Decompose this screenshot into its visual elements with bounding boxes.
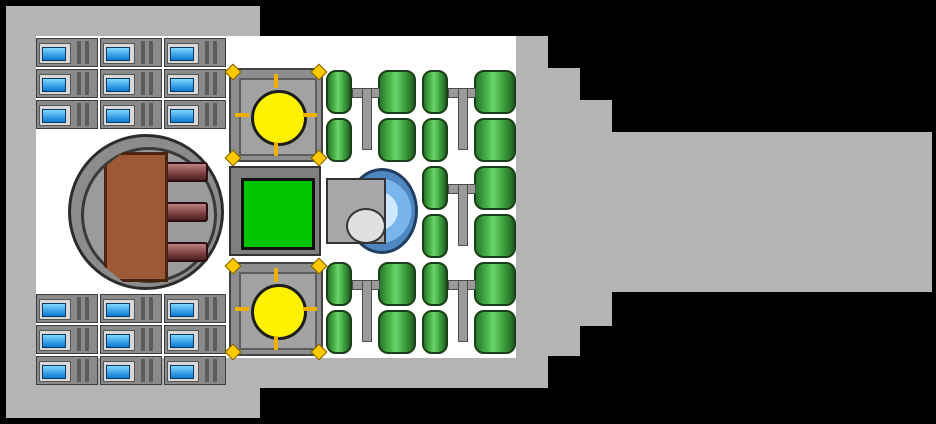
hull-step-1 xyxy=(540,68,580,356)
battery-icon xyxy=(36,356,98,385)
tank-icon xyxy=(474,262,516,306)
battery-icon xyxy=(36,100,98,129)
battery-icon xyxy=(36,325,98,354)
reactor-top[interactable] xyxy=(224,63,328,167)
battery-icon xyxy=(36,69,98,98)
reactor-icon xyxy=(251,284,307,340)
battery-icon xyxy=(100,69,162,98)
battery-icon xyxy=(36,38,98,67)
tank-icon xyxy=(422,310,448,354)
battery-icon xyxy=(164,294,226,323)
tank-icon xyxy=(474,214,516,258)
battery-icon xyxy=(100,100,162,129)
tank-icon xyxy=(326,310,352,354)
tank-icon xyxy=(378,118,416,162)
battery-icon xyxy=(36,294,98,323)
battery-icon xyxy=(164,69,226,98)
battery-icon xyxy=(164,325,226,354)
reactor-icon xyxy=(251,90,307,146)
tank-icon xyxy=(378,310,416,354)
turret-mount[interactable] xyxy=(0,0,224,290)
battery-icon xyxy=(164,100,226,129)
tank-icon xyxy=(422,214,448,258)
reactor-bottom[interactable] xyxy=(224,257,328,361)
tank-icon xyxy=(474,70,516,114)
tank-icon xyxy=(474,118,516,162)
tank-icon xyxy=(474,310,516,354)
tank-icon xyxy=(326,70,352,114)
tank-icon xyxy=(378,262,416,306)
hull-nose xyxy=(608,132,932,292)
tank-icon xyxy=(474,166,516,210)
battery-icon xyxy=(100,325,162,354)
tank-icon xyxy=(422,70,448,114)
hull-step-2 xyxy=(576,100,612,326)
turret-housing xyxy=(104,152,168,282)
battery-icon xyxy=(100,38,162,67)
tank-icon xyxy=(422,118,448,162)
battery-bank-bottom[interactable] xyxy=(36,294,228,386)
tank-icon xyxy=(326,118,352,162)
control-panel[interactable] xyxy=(229,166,321,256)
tank-icon xyxy=(378,70,416,114)
tank-icon xyxy=(422,262,448,306)
tank-array[interactable] xyxy=(322,68,518,358)
panel-screen xyxy=(241,178,315,250)
tank-icon xyxy=(326,262,352,306)
tank-icon xyxy=(422,166,448,210)
battery-icon xyxy=(100,356,162,385)
battery-icon xyxy=(164,356,226,385)
battery-icon xyxy=(164,38,226,67)
battery-icon xyxy=(100,294,162,323)
battery-bank-top[interactable] xyxy=(36,38,228,130)
dome-bay[interactable] xyxy=(326,168,418,254)
